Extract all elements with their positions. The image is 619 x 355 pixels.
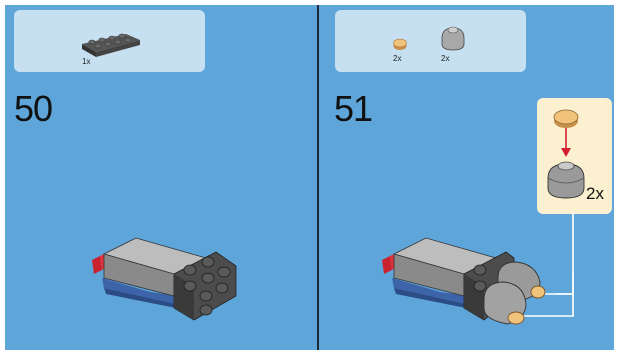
step-divider	[317, 5, 319, 350]
part-quantity: 1x	[82, 57, 90, 66]
step-number: 51	[334, 88, 372, 130]
dark-gray-plate-2x4-icon	[80, 26, 142, 58]
tan-round-tile-icon	[392, 36, 408, 52]
tan-round-tile-icon	[552, 108, 580, 130]
step-51-assembly	[380, 234, 550, 334]
part-quantity: 2x	[393, 54, 401, 63]
parts-list-step-51	[335, 10, 526, 72]
gray-round-dome-icon	[440, 24, 466, 54]
callout-quantity: 2x	[586, 184, 604, 204]
step-number: 50	[14, 88, 52, 130]
gray-round-dome-icon	[544, 158, 588, 202]
step-50-assembly	[90, 234, 240, 334]
red-arrow-icon	[560, 128, 572, 158]
part-quantity: 2x	[441, 54, 449, 63]
